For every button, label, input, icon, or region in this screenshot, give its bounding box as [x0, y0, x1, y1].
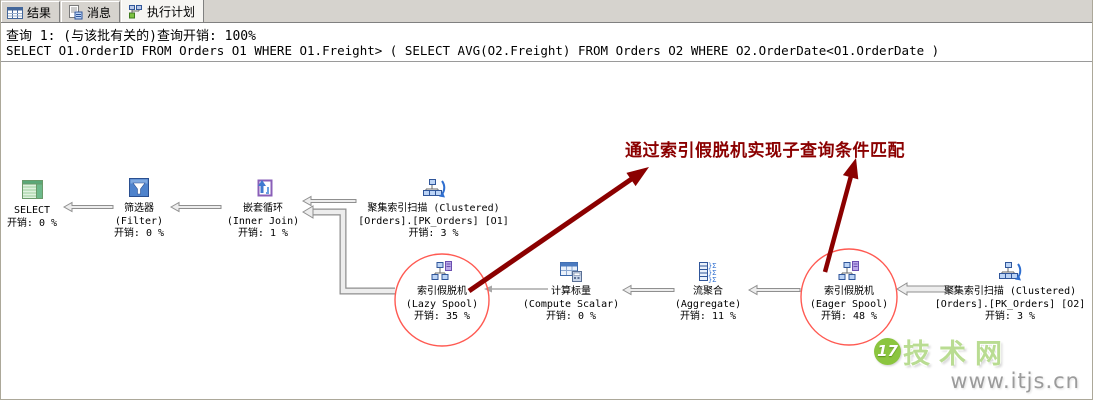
annotation-text: 通过索引假脱机实现子查询条件匹配 — [625, 141, 905, 161]
watermark-site-name: 技术网 — [903, 339, 1011, 370]
watermark: 17 技术网 www.itjs.cn — [874, 332, 1084, 393]
plan-node-compute-scalar[interactable]: 计算标量 (Compute Scalar) 开销: 0 % — [504, 260, 638, 324]
divider — [1, 61, 1092, 62]
node-sublabel: (Eager Spool) — [809, 298, 889, 310]
results-grid-icon — [7, 5, 23, 20]
tab-label: 消息 — [87, 5, 112, 20]
node-label: 计算标量 — [551, 286, 591, 297]
tab-bar: 结果 消息 — [1, 0, 1092, 23]
node-label: 筛选器 — [124, 203, 154, 214]
index-spool-icon — [836, 260, 862, 283]
plan-node-clustered-index-scan-o2[interactable]: 聚集索引扫描 (Clustered) [Orders].[PK_Orders] … — [926, 260, 1092, 324]
node-cost: 开销: 35 % — [413, 311, 471, 322]
node-label: 流聚合 — [693, 286, 723, 297]
plan-node-clustered-index-scan-o1[interactable]: 聚集索引扫描 (Clustered) [Orders].[PK_Orders] … — [341, 177, 526, 241]
index-spool-icon — [429, 260, 455, 283]
compute-scalar-icon — [558, 260, 584, 283]
node-object: [Orders].[PK_Orders] [O2] — [934, 298, 1086, 310]
node-cost: 开销: 48 % — [820, 311, 878, 322]
node-label: 索引假脱机 — [417, 286, 467, 297]
node-sublabel: (Aggregate) — [674, 298, 742, 310]
watermark-badge: 17 — [874, 338, 901, 365]
svg-text:}Σ: }Σ — [708, 269, 716, 277]
node-label: 索引假脱机 — [824, 286, 874, 297]
execution-plan-icon — [127, 4, 143, 19]
tab-messages[interactable]: 消息 — [61, 1, 121, 22]
query-cost-header: 查询 1: (与该批有关的)查询开销: 100% — [6, 29, 256, 44]
node-cost: 开销: 0 % — [545, 311, 597, 322]
annotation-arrow-right — [822, 175, 854, 273]
node-cost: 开销: 11 % — [679, 311, 737, 322]
clustered-index-scan-icon — [421, 177, 447, 200]
node-label: SELECT — [13, 205, 51, 216]
node-cost: 开销: 0 % — [113, 228, 165, 239]
node-label: 聚集索引扫描 (Clustered) — [943, 286, 1077, 297]
tab-label: 结果 — [27, 5, 52, 20]
svg-text:}Σ: }Σ — [708, 276, 716, 283]
plan-node-select[interactable]: SELECT 开销: 0 % — [1, 179, 63, 230]
plan-node-filter[interactable]: 筛选器 (Filter) 开销: 0 % — [89, 177, 189, 241]
plan-node-eager-spool[interactable]: 索引假脱机 (Eager Spool) 开销: 48 % — [790, 260, 908, 324]
node-sublabel: (Lazy Spool) — [405, 298, 479, 310]
messages-icon — [67, 4, 83, 20]
filter-icon — [126, 177, 152, 200]
svg-text:}Σ: }Σ — [708, 262, 716, 270]
node-cost: 开销: 3 % — [408, 228, 459, 239]
node-label: 嵌套循环 — [243, 203, 283, 214]
node-label: 聚集索引扫描 (Clustered) — [367, 203, 500, 214]
plan-node-nested-loops[interactable]: 嵌套循环 (Inner Join) 开销: 1 % — [206, 177, 320, 241]
node-cost: 开销: 1 % — [237, 228, 289, 239]
plan-node-lazy-spool[interactable]: 索引假脱机 (Lazy Spool) 开销: 35 % — [385, 260, 499, 324]
watermark-url: www.itjs.cn — [950, 369, 1080, 393]
node-object: [Orders].[PK_Orders] [O1] — [358, 215, 509, 227]
node-sublabel: (Compute Scalar) — [522, 298, 620, 310]
node-sublabel: (Inner Join) — [226, 215, 300, 227]
tab-execution-plan[interactable]: 执行计划 — [121, 0, 205, 22]
tab-label: 执行计划 — [147, 4, 196, 19]
query-sql-text[interactable]: SELECT O1.OrderID FROM Orders O1 WHERE O… — [6, 43, 940, 58]
node-sublabel: (Filter) — [114, 215, 164, 227]
tab-results[interactable]: 结果 — [1, 1, 61, 22]
clustered-index-scan-icon — [997, 260, 1023, 283]
stream-aggregate-icon: }Σ }Σ }Σ — [695, 260, 721, 284]
node-cost: 开销: 3 % — [984, 311, 1036, 322]
result-table-icon — [19, 179, 45, 202]
node-cost: 开销: 0 % — [6, 217, 58, 229]
plan-node-stream-aggregate[interactable]: }Σ }Σ }Σ 流聚合 (Aggregate) 开销: 11 % — [653, 260, 763, 324]
nested-loops-icon — [250, 177, 276, 200]
